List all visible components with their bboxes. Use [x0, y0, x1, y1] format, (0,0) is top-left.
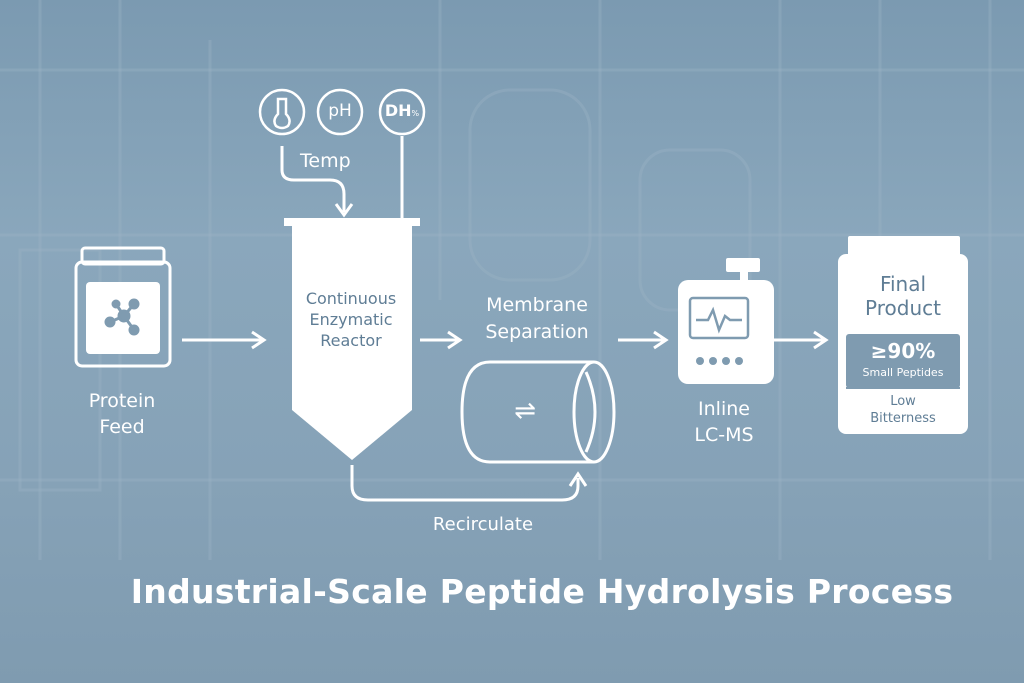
arrow-feed-to-reactor — [182, 330, 267, 350]
temp-arrowhead — [334, 203, 354, 218]
thermometer-sensor — [258, 88, 306, 136]
pulse-icon — [696, 306, 742, 334]
exchange-icon: ⇌ — [514, 396, 536, 426]
arrow-membrane-to-lcms — [618, 330, 669, 350]
recirculate-label: Recirculate — [432, 514, 534, 535]
dh-sensor-label: DH% — [380, 101, 424, 120]
lcms-label: Inline LC-MS — [662, 396, 786, 448]
reactor-line-2: Enzymatic — [309, 310, 393, 329]
product-line-2: Product — [865, 296, 941, 320]
small-peptides-stat: ≥90% — [870, 339, 936, 363]
dh-text: DH — [384, 101, 412, 120]
reactor-line-3: Reactor — [320, 331, 382, 350]
note-line-1: Low — [890, 394, 916, 409]
reactor-vessel — [284, 218, 420, 460]
recirculate-arrowhead — [568, 471, 588, 487]
low-bitterness-label: Low Bitterness — [846, 393, 960, 427]
dh-percent: % — [411, 109, 420, 118]
protein-feed-bag — [74, 246, 172, 368]
feed-line-2: Feed — [99, 416, 145, 438]
lcms-device — [678, 258, 774, 384]
membrane-line-1: Membrane — [486, 294, 588, 316]
feed-line-1: Protein — [88, 390, 156, 412]
note-line-2: Bitterness — [870, 411, 936, 426]
protein-feed-label: Protein Feed — [60, 388, 184, 440]
recirculate-line — [350, 465, 580, 502]
lcms-line-2: LC-MS — [694, 424, 754, 446]
product-title: Final Product — [838, 272, 968, 320]
dh-sensor-ring — [378, 88, 426, 136]
lcms-line-1: Inline — [698, 398, 750, 420]
final-product-bag — [838, 236, 968, 434]
membrane-label: Membrane Separation — [462, 292, 612, 346]
reactor-line-1: Continuous — [305, 289, 397, 308]
arrow-reactor-to-membrane — [420, 330, 463, 350]
thermometer-icon — [273, 97, 291, 130]
temp-label: Temp — [300, 150, 351, 172]
molecule-icon — [104, 298, 140, 336]
membrane-line-2: Separation — [485, 321, 589, 343]
product-line-1: Final — [879, 272, 927, 296]
small-peptides-label: Small Peptides — [862, 366, 944, 379]
diagram-title: Industrial-Scale Peptide Hydrolysis Proc… — [130, 572, 954, 611]
membrane-module — [460, 360, 616, 464]
ph-sensor-label: pH — [328, 101, 352, 121]
ph-sensor-ring — [316, 88, 364, 136]
arrow-lcms-to-product — [774, 330, 829, 350]
reactor-label: Continuous Enzymatic Reactor — [286, 288, 416, 351]
temp-line — [280, 146, 346, 212]
